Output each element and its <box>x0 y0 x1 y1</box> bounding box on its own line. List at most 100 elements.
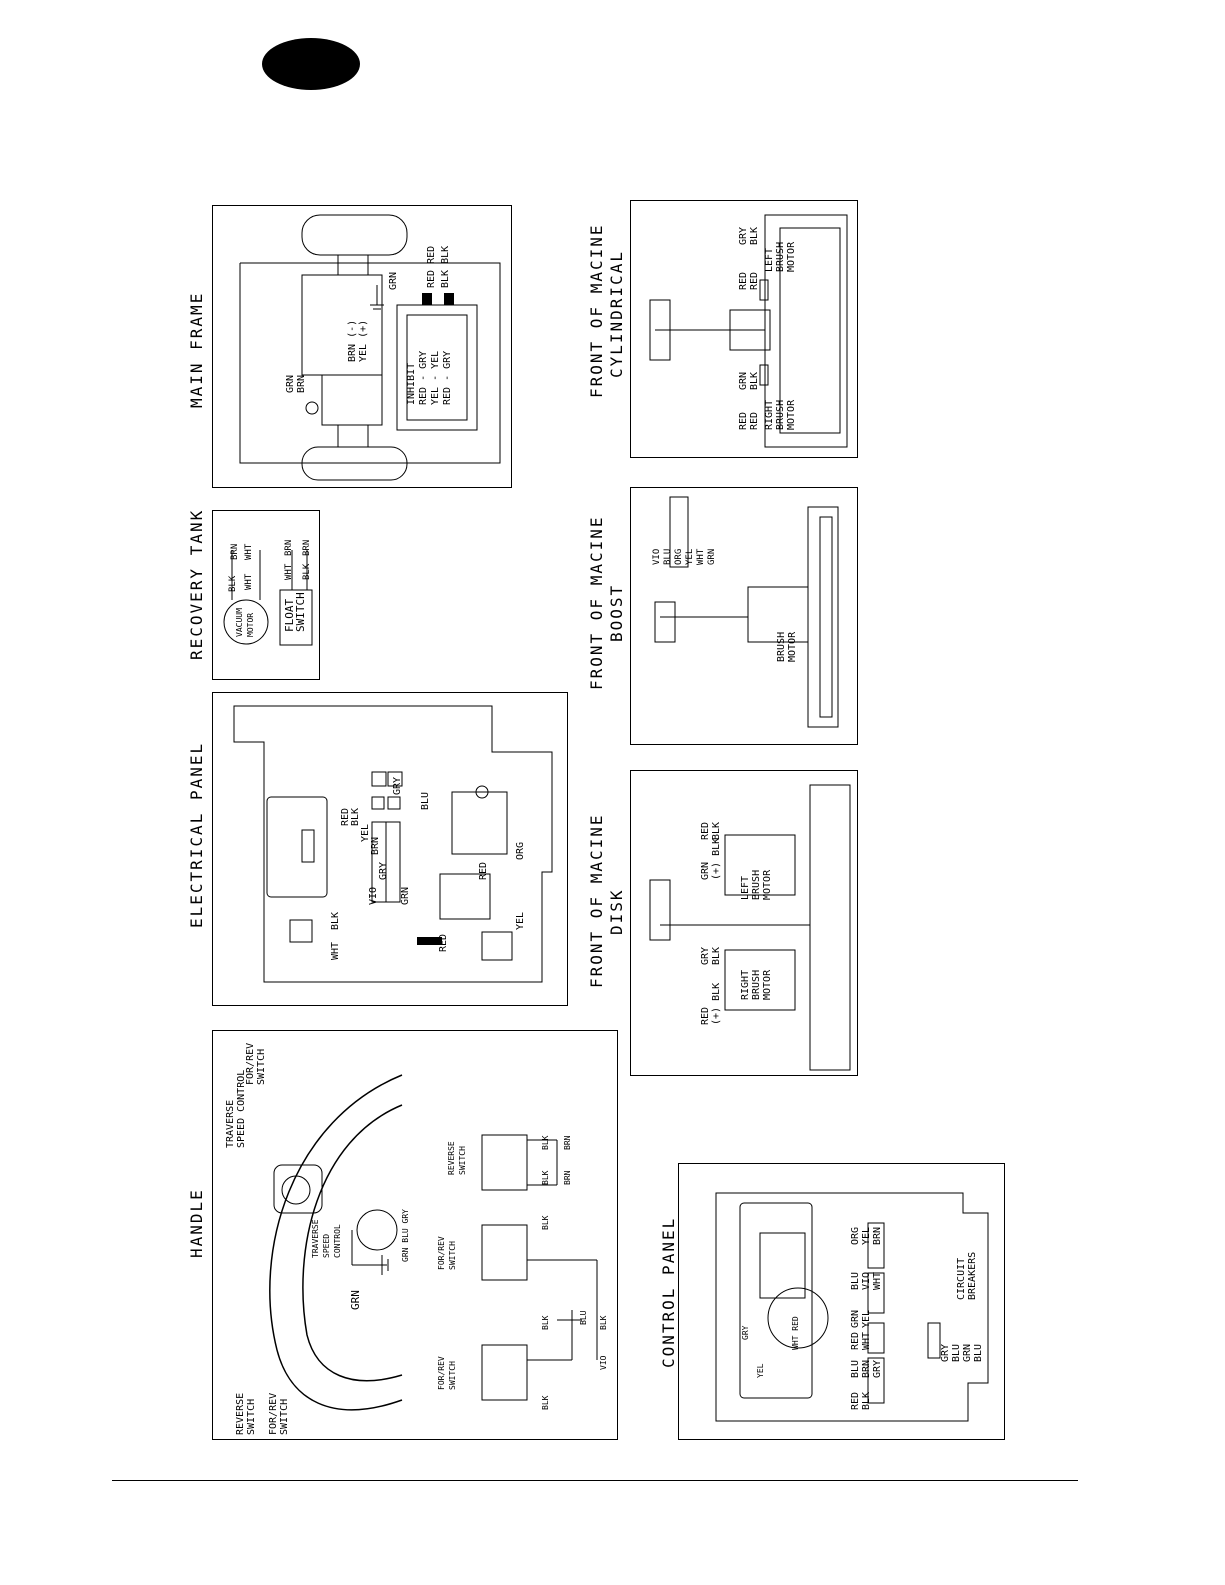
control-blu-vio-wht-label: BLU VIO WHT <box>850 1271 883 1290</box>
electrical-grn-label: GRN <box>400 886 411 905</box>
main-frame-panel <box>212 205 512 488</box>
electrical-gry-label: GRY <box>392 776 403 795</box>
detail-magnifier <box>767 1287 829 1349</box>
main-frame-grn-label: GRN <box>388 271 399 290</box>
control-panel-title: CONTROL PANEL <box>659 1216 678 1368</box>
handle-title: HANDLE <box>187 1188 206 1258</box>
vacuum-motor <box>223 599 269 645</box>
handle-blk-4-label: BLK <box>541 1315 550 1330</box>
front-disk-title-1: FRONT OF MACINE <box>587 813 606 989</box>
recovery-brn2-label: BRN <box>284 539 294 556</box>
handle-traverse-speed-control-2-label: TRAVERSE SPEED CONTROL <box>311 1219 342 1258</box>
float-switch <box>279 589 313 646</box>
recovery-blk2-label: BLK <box>302 563 312 580</box>
electrical-panel-diagram <box>233 705 553 983</box>
main-frame-red-gry2-label: RED - GRY <box>442 350 453 405</box>
front-disk-panel <box>630 770 858 1076</box>
for-rev-switch-body-2 <box>481 1344 528 1401</box>
recovery-wht3-label: WHT <box>284 563 294 580</box>
control-panel-panel <box>678 1163 1005 1440</box>
control-gry-label: GRY <box>741 1325 750 1340</box>
front-cylindrical-title-1: FRONT OF MACINE <box>587 223 606 399</box>
front-cylindrical-panel <box>630 200 858 458</box>
main-frame-grn-brn-label: GRN BRN <box>285 374 307 393</box>
main-frame-diagram <box>239 214 501 481</box>
control-org-yel-brn-label: ORG YEL BRN <box>850 1226 883 1245</box>
vacuum-motor-label: VACUUM MOTOR <box>235 608 255 637</box>
black-oval-mark <box>262 38 360 90</box>
for-rev-switch-body-1 <box>481 1224 528 1281</box>
cylindrical-right-brush-motor-label: RIGHT BRUSH MOTOR <box>764 399 797 430</box>
electrical-panel-title: ELECTRICAL PANEL <box>187 741 206 928</box>
front-cylindrical-title-2: CYLINDRICAL <box>607 250 626 378</box>
circuit-breaker-block <box>927 1322 941 1359</box>
handle-blk-5-label: BLK <box>541 1395 550 1410</box>
electrical-red3-label: RED <box>478 861 489 880</box>
control-panel-diagram <box>715 1192 989 1422</box>
electrical-brn-label: BRN <box>370 836 381 855</box>
main-frame-red-gry-label: RED - GRY <box>418 350 429 405</box>
recovery-tank-panel <box>212 510 320 680</box>
handle-blk-2-label: BLK <box>541 1170 550 1185</box>
electrical-blu-label: BLU <box>420 791 431 810</box>
terminal-block-1 <box>867 1222 885 1269</box>
main-frame-red-red-label: RED RED <box>426 245 437 288</box>
front-boost-title-2: BOOST <box>607 583 626 642</box>
handle-blk-6-label: BLK <box>599 1315 608 1330</box>
electrical-org-label: ORG <box>515 841 526 860</box>
wheel-top <box>301 214 408 256</box>
disk-right-brush-motor-label: RIGHT BRUSH MOTOR <box>740 969 773 1000</box>
handle-for-rev-switch-3-label: FOR/REV SWITCH <box>437 1236 457 1270</box>
cylindrical-grn-blk-label: GRN BLK <box>738 371 760 390</box>
traverse-speed-knob <box>281 1175 311 1205</box>
front-boost-diagram <box>654 496 839 728</box>
electrical-gry2-label: GRY <box>378 861 389 880</box>
recovery-brn-label: BRN <box>230 543 240 560</box>
cylindrical-red-red-2-label: RED RED <box>738 411 760 430</box>
relay <box>439 873 491 920</box>
handle-for-rev-switch-label: FOR/REV SWITCH <box>245 1042 267 1085</box>
disk-grn-blk-label: GRN (+) BLK <box>700 837 722 880</box>
main-frame-yel-yel-label: YEL - YEL <box>430 350 441 405</box>
recovery-brn3-label: BRN <box>302 539 312 556</box>
electrical-yel2-label: YEL <box>515 911 526 930</box>
front-boost-panel <box>630 487 858 745</box>
main-frame-blk-blk-label: BLK BLK <box>440 245 451 288</box>
front-boost-title-1: FRONT OF MACINE <box>587 515 606 691</box>
control-board <box>739 1202 813 1399</box>
disk-right-brush-motor <box>724 949 796 1011</box>
electrical-vio-label: VIO <box>368 886 379 905</box>
drive-motor <box>301 274 383 376</box>
cylindrical-red-red-label: RED RED <box>738 271 760 290</box>
main-frame-inhibit-label: INHIBIT <box>406 362 417 405</box>
boost-brush-motor-label: BRUSH MOTOR <box>776 631 798 662</box>
electrical-red2-label: RED <box>438 933 449 952</box>
terminal-block-3 <box>867 1322 885 1354</box>
electrical-blk2-label: BLK <box>330 911 341 930</box>
handle-for-rev-switch-bottom-label: FOR/REV SWITCH <box>268 1392 290 1435</box>
recovery-wht-label: WHT <box>244 573 254 590</box>
disk-left-brush-motor-label: LEFT BRUSH MOTOR <box>740 869 773 900</box>
boost-labels: VIO BLU ORG YEL WHT GRN <box>652 548 717 565</box>
handle-panel <box>212 1030 618 1440</box>
disk-red-blk-2-label: RED (+) BLK <box>700 982 722 1025</box>
reverse-switch-body <box>481 1134 528 1191</box>
front-cylindrical-diagram <box>649 214 848 448</box>
control-gry-blu-grn-blu-label: GRY BLU GRN BLU <box>940 1343 984 1362</box>
main-frame-brn-yel-label: BRN (-) YEL (+) <box>347 319 369 362</box>
handle-diagram <box>269 1074 598 1411</box>
cylindrical-gry-blk-label: GRY BLK <box>738 226 760 245</box>
contactor <box>451 791 508 855</box>
front-disk-diagram <box>649 784 851 1071</box>
electrical-panel-panel <box>212 692 568 1006</box>
disk-deck <box>809 784 851 1071</box>
control-grn-yel-label: GRN YEL <box>850 1309 872 1328</box>
handle-for-rev-switch-4-label: FOR/REV SWITCH <box>437 1356 457 1390</box>
control-red-wht-label: RED WHT <box>850 1331 872 1350</box>
handle-reverse-switch-label: REVERSE SWITCH <box>235 1392 257 1435</box>
recovery-wht2-label: WHT <box>244 543 254 560</box>
controller-box <box>396 304 478 431</box>
recovery-blk-label: BLK <box>228 575 238 592</box>
control-blu-brn-gry-label: BLU BRN GRY <box>850 1359 883 1378</box>
small-relay <box>289 919 313 943</box>
